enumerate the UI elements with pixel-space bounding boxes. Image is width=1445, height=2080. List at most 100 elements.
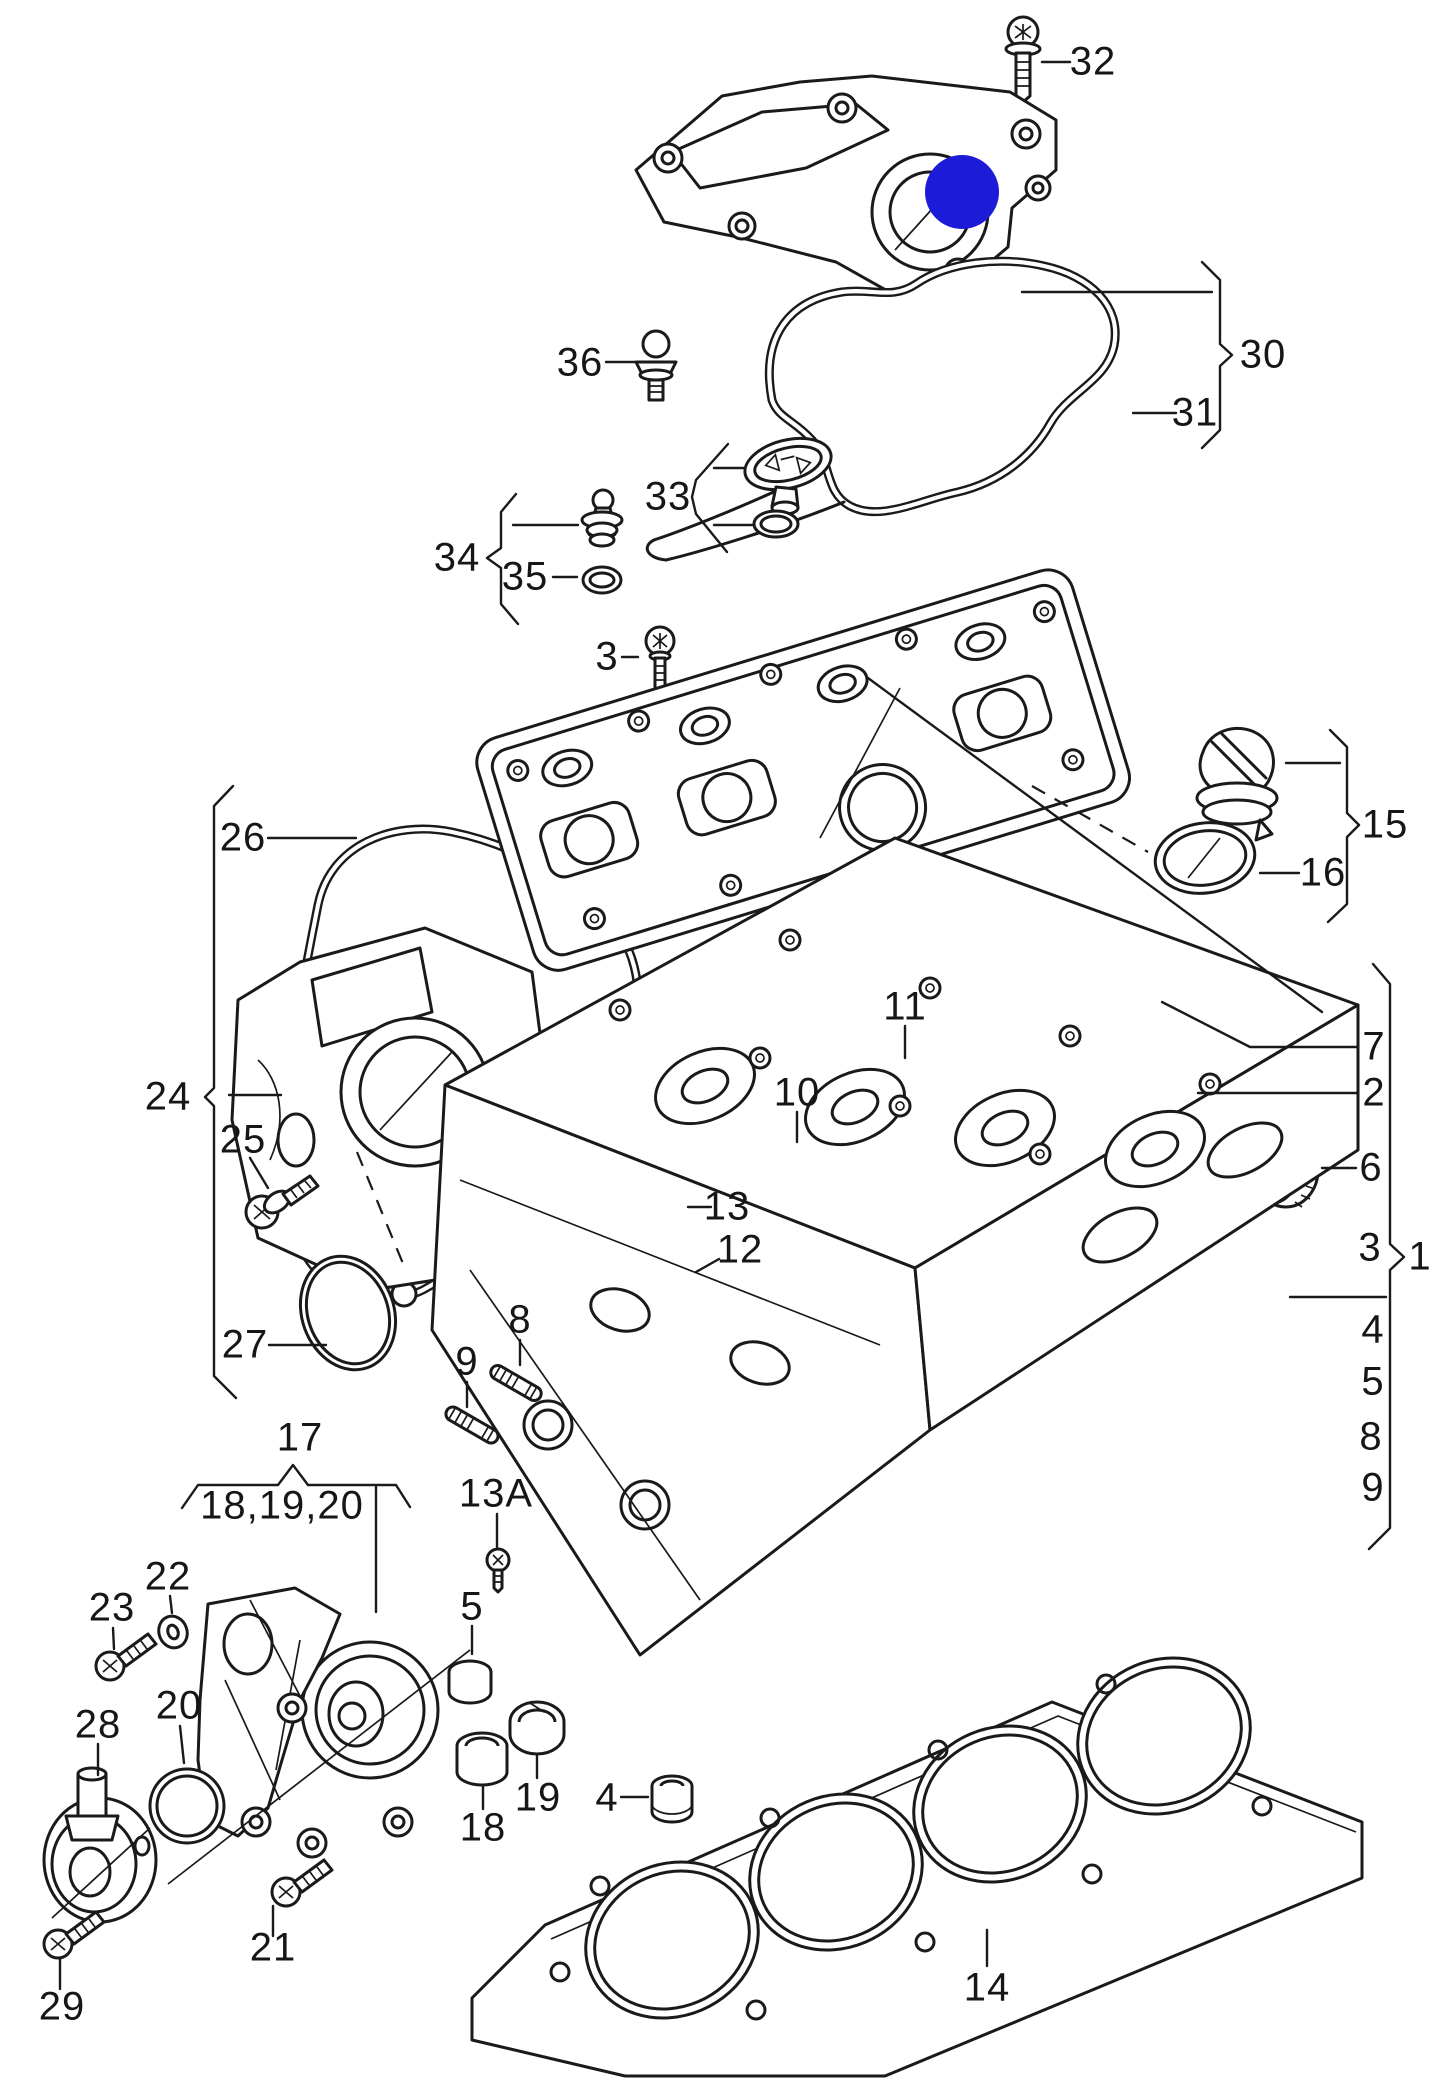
o-ring-35-drawing [581,565,623,595]
screw-13A-drawing [485,1547,511,1594]
part-label-10: 10 [773,1070,821,1115]
o-ring-20-drawing [148,1767,226,1845]
part-label-25: 25 [219,1117,267,1162]
part-label-19: 19 [514,1775,562,1820]
thermostat-33-drawing [743,436,833,539]
part-label-4-plug: 4 [595,1775,619,1820]
filler-axis-line [819,687,901,839]
part-label-6: 6 [1359,1145,1383,1190]
oil-filler-neck [838,762,928,852]
part-label-27: 27 [221,1322,269,1367]
bracket-17 [180,1463,412,1510]
water-pump-17-drawing [167,1586,471,1885]
bracket-34 [485,492,520,626]
part-label-21: 21 [249,1925,297,1970]
bolt-3-drawing [644,625,676,694]
cap-alignment-dash [1031,785,1149,853]
head-gasket-14-drawing [470,1656,1364,2078]
part-label-16: 16 [1299,850,1347,895]
part-label-31: 31 [1171,390,1219,435]
part-label-15: 15 [1361,802,1409,847]
cam-cap-features [539,674,1053,879]
leader-25 [248,1156,270,1190]
part-label-28: 28 [74,1702,122,1747]
part-label-34: 34 [433,535,481,580]
cylinder-head-drawing [430,836,1360,1657]
part-label-23: 23 [88,1585,136,1630]
part-label-12: 12 [716,1227,764,1272]
part-label-18-19-20: 18,19,20 [200,1483,364,1528]
gasket-small-holes [549,1673,1273,2021]
bracket-30 [1200,260,1234,450]
filler-cap-seal-16-drawing [1153,821,1257,895]
highlight-marker [925,155,999,229]
part-label-13A: 13A [458,1471,534,1516]
stud-8-drawing [489,1364,543,1402]
part-label-5-plug: 5 [460,1584,484,1629]
ball-stud-36-drawing [634,329,678,402]
part-label-9-list: 9 [1361,1465,1385,1510]
leader-7b [1160,1000,1359,1049]
leader-23 [111,1626,116,1651]
part-label-30: 30 [1239,332,1287,377]
part-label-9-stud: 9 [455,1339,479,1384]
part-label-5-list: 5 [1361,1359,1385,1404]
part-label-1: 1 [1408,1234,1432,1279]
head-right-face-details [1081,1121,1284,1264]
head-top-ports [654,1046,1206,1189]
part-label-8-stud: 8 [508,1297,532,1342]
gasket-31-drawing [645,256,1120,562]
part-label-8-list: 8 [1359,1414,1383,1459]
ring-19-drawing [508,1700,566,1756]
leader-20 [178,1724,186,1765]
part-label-14: 14 [963,1965,1011,2010]
camshaft-adjuster-bracket-30-drawing [634,74,1058,300]
stud-9-drawing [444,1405,500,1445]
leader-22 [168,1594,174,1615]
leader-lines [58,60,1406,1991]
part-label-32: 32 [1069,39,1117,84]
part-label-33: 33 [644,474,692,519]
washer-22-drawing [157,1614,189,1650]
cover-seal-axis-dash [355,1151,406,1267]
part-label-4-list: 4 [1361,1307,1385,1352]
head-front-face-details [459,1179,881,1601]
pump-axis-line [167,1649,471,1885]
part-label-29: 29 [38,1984,86,2029]
head-bolt-holes [608,928,1222,1166]
cam-journal-ports [541,622,1007,788]
bushing-18-drawing [455,1731,509,1787]
cover-plate-28-drawing [42,1766,158,1924]
part-label-17: 17 [276,1415,324,1460]
leader-7a [866,676,1324,1014]
bracket-24 [203,784,238,1400]
part-label-22: 22 [144,1554,192,1599]
bracket-15 [1326,728,1361,924]
bolt-25-drawing [244,1174,320,1230]
bolt-29-drawing [42,1910,106,1960]
valve-cover-drawing [475,568,1131,972]
seal-ring-27-drawing [298,1254,398,1372]
part-label-24: 24 [144,1074,192,1119]
bolt-21-drawing [270,1858,334,1908]
bracket-1 [1367,962,1406,1551]
bolt-23-drawing [94,1632,158,1682]
part-label-7: 7 [1362,1024,1386,1069]
plug-5-drawing [447,1659,493,1705]
bracket-33 [690,442,730,554]
part-label-13: 13 [703,1184,751,1229]
gasket-bores [584,1656,1252,2020]
part-label-36: 36 [556,340,604,385]
part-label-20: 20 [155,1683,203,1728]
part-label-11: 11 [883,984,927,1029]
part-label-3-list: 3 [1358,1225,1382,1270]
part-label-3-bolt: 3 [595,634,619,679]
oil-filler-cap-15-drawing [1195,726,1279,842]
part-label-2: 2 [1362,1070,1386,1115]
tappet-4-drawing [650,1774,694,1824]
cover-bolt-bosses [506,600,1085,931]
leader-12 [694,1257,721,1274]
part-label-18: 18 [459,1805,507,1850]
